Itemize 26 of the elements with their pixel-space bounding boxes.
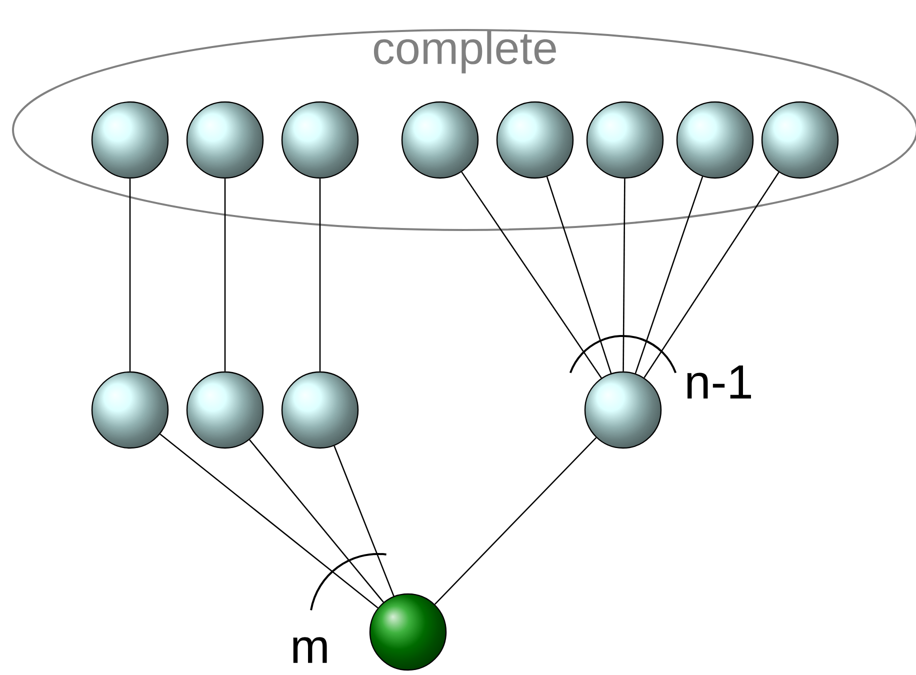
connector-line [129,178,131,372]
circle-node [281,101,359,179]
connector-line [434,437,597,605]
connector-line [224,178,226,372]
circle-node [186,101,264,179]
connector-line [334,446,394,596]
connector-line [319,178,321,372]
circle-node [761,101,839,179]
connector-line [461,172,602,378]
circle-node [281,371,359,449]
circle-node [584,371,662,449]
connector-line [634,176,704,374]
connector-line [622,178,626,372]
circle-node [369,593,447,671]
angle-label: n-1 [687,366,751,398]
connector-line [249,439,384,603]
circle-node [186,371,264,449]
connector-line [546,176,612,374]
circle-node [496,101,574,179]
connector-line [160,434,378,608]
circle-node [401,101,479,179]
connector-line [644,172,780,378]
circle-node [586,101,664,179]
circle-node [676,101,754,179]
circle-node [91,101,169,179]
circle-node [91,371,169,449]
